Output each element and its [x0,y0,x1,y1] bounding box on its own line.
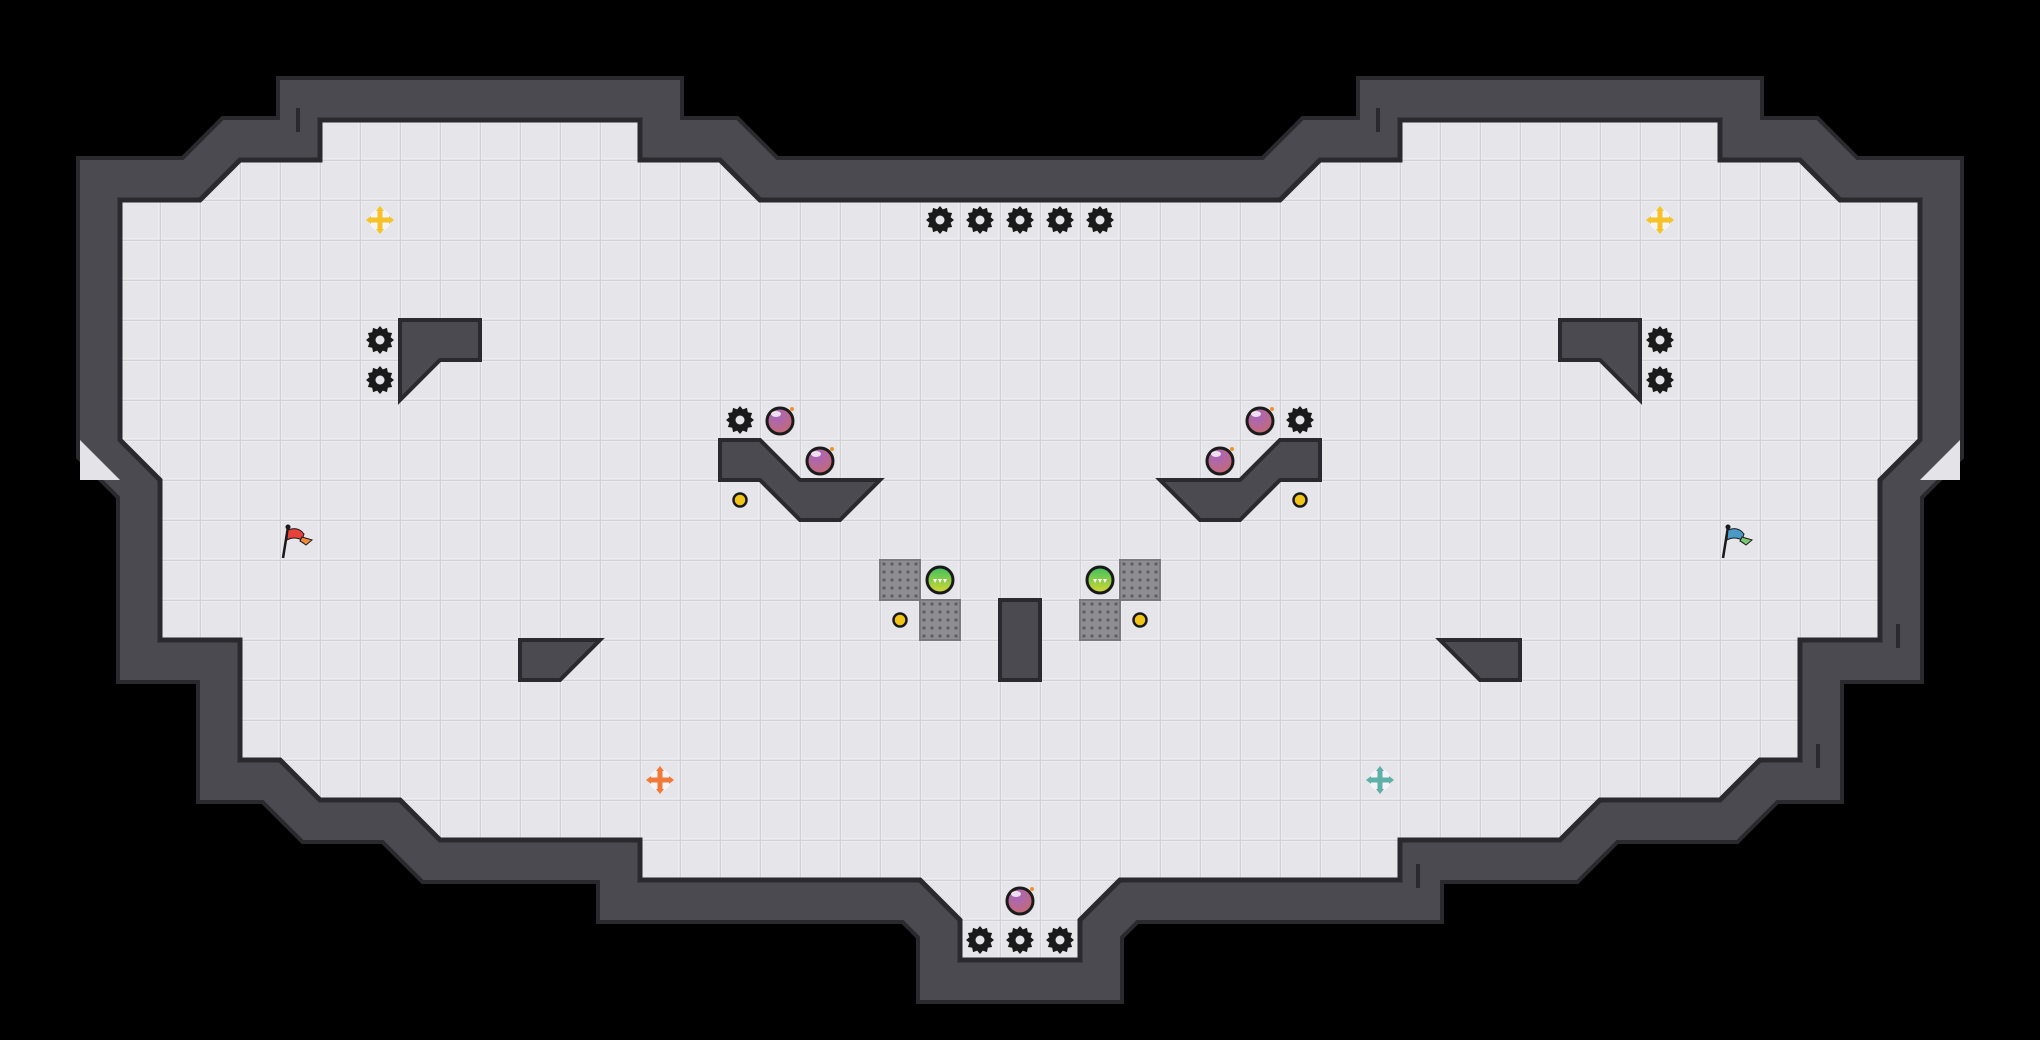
spawn-cross-icon [366,206,394,234]
slope-tile-left [80,440,120,480]
wall-block [398,318,482,405]
grate-block [879,559,921,601]
wall-seam [1376,108,1380,132]
saw-blade-icon [366,326,394,354]
wall-seam [296,108,300,132]
coin-icon [1292,492,1308,508]
saw-blade-icon [1046,206,1074,234]
saw-blade-icon [926,206,954,234]
entities [281,206,1754,954]
wall-block [1435,638,1522,682]
flag-icon [281,524,314,559]
floor [117,117,1923,963]
coin-icon [732,492,748,508]
bomb-icon [765,406,795,436]
bomb-icon [805,446,835,476]
outer-wall [76,76,1964,1004]
spawn-cross-icon [1646,206,1674,234]
bomb-icon [1205,446,1235,476]
saw-blade-icon [1646,366,1674,394]
flag-icon [1721,524,1754,559]
bomb-icon [1245,406,1275,436]
wall-seam [1816,744,1820,768]
spawn-cross-icon [646,766,674,794]
saw-blade-icon [1046,926,1074,954]
grate-block [1119,559,1161,601]
slope-tile-right [1920,440,1960,480]
saw-blade-icon [366,366,394,394]
saw-blade-icon [726,406,754,434]
wall-seam [1416,864,1420,888]
saw-blade-icon [966,206,994,234]
wall-block [1558,318,1642,405]
coin-icon [1132,612,1148,628]
saw-blade-icon [1006,926,1034,954]
wall-block [998,598,1042,682]
saw-blade-icon [1646,326,1674,354]
wall-block [518,638,605,682]
saw-blade-icon [966,926,994,954]
bomb-icon [1005,886,1035,916]
grate-block [1079,599,1121,641]
wall-seam [1896,624,1900,648]
green-ball-icon [1085,565,1115,595]
wall-block [1155,438,1322,522]
wall-block [718,438,885,522]
grate-block [919,599,961,641]
inner-walls [398,318,1642,682]
saw-blade-icon [1286,406,1314,434]
saw-blade-icon [1086,206,1114,234]
green-ball-icon [925,565,955,595]
coin-icon [892,612,908,628]
saw-blade-icon [1006,206,1034,234]
spawn-cross-icon [1366,766,1394,794]
